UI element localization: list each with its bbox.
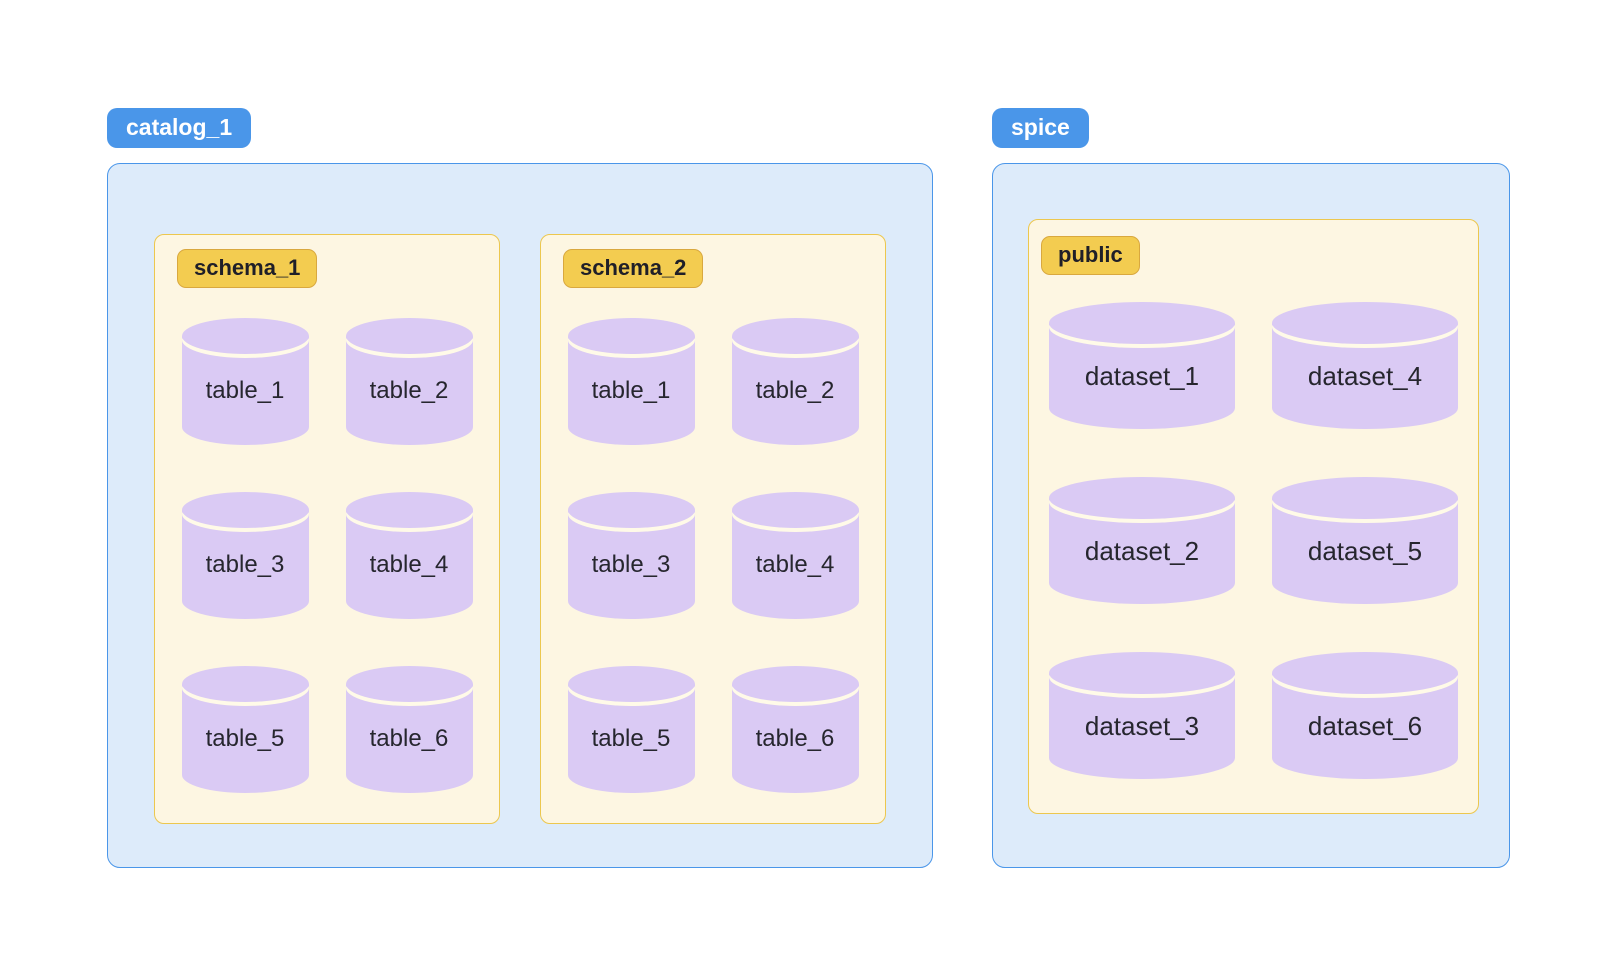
database-icon-body xyxy=(567,510,695,619)
table-cylinder: table_3 xyxy=(567,492,695,619)
database-icon xyxy=(181,666,309,702)
table-label: table_2 xyxy=(369,376,449,404)
table-cylinder: table_1 xyxy=(181,318,309,445)
table-label: table_6 xyxy=(369,724,449,752)
table-cylinder: table_2 xyxy=(345,318,473,445)
table-label: table_4 xyxy=(369,550,449,578)
table-cylinder: table_6 xyxy=(731,666,859,793)
table-label: table_1 xyxy=(205,376,285,404)
database-icon xyxy=(1272,652,1458,694)
table-cylinder: table_4 xyxy=(731,492,859,619)
database-icon-body xyxy=(345,336,473,445)
table-label: table_5 xyxy=(591,724,671,752)
database-icon xyxy=(731,492,859,528)
dataset-cylinder: dataset_5 xyxy=(1272,477,1458,604)
database-icon xyxy=(345,318,473,354)
dataset-label: dataset_4 xyxy=(1307,360,1423,391)
table-cylinder: table_3 xyxy=(181,492,309,619)
schema-1-badge: schema_1 xyxy=(177,249,318,288)
public-badge: public xyxy=(1041,236,1140,275)
spice-container: public dataset_1 dataset_4 xyxy=(992,163,1510,868)
database-icon-body xyxy=(731,684,859,793)
dataset-cylinder: dataset_4 xyxy=(1272,302,1458,429)
database-icon xyxy=(567,318,695,354)
database-icon xyxy=(567,492,695,528)
table-label: table_5 xyxy=(205,724,285,752)
public-box: public dataset_1 dataset_4 xyxy=(1028,219,1479,814)
database-icon-body xyxy=(731,510,859,619)
spice-group: spice public dataset_1 dataset_4 xyxy=(992,108,1510,868)
database-icon xyxy=(1272,477,1458,519)
database-icon-body xyxy=(181,684,309,793)
database-icon xyxy=(181,318,309,354)
dataset-cylinder: dataset_6 xyxy=(1272,652,1458,779)
database-icon xyxy=(731,666,859,702)
database-icon-body xyxy=(181,510,309,619)
table-label: table_1 xyxy=(591,376,671,404)
database-icon xyxy=(181,492,309,528)
database-icon-body xyxy=(181,336,309,445)
database-icon xyxy=(731,318,859,354)
dataset-cylinder: dataset_3 xyxy=(1049,652,1235,779)
database-icon xyxy=(567,666,695,702)
database-icon xyxy=(1272,302,1458,344)
public-datasets-grid: dataset_1 dataset_4 dataset_2 xyxy=(1041,302,1466,779)
database-icon-body xyxy=(731,336,859,445)
schema-2-tables-grid: table_1 table_2 table_3 xyxy=(563,318,863,793)
dataset-cylinder: dataset_1 xyxy=(1049,302,1235,429)
schema-1-box: schema_1 table_1 table_2 xyxy=(154,234,500,824)
schema-2-box: schema_2 table_1 table_2 xyxy=(540,234,886,824)
schema-2-badge: schema_2 xyxy=(563,249,704,288)
dataset-label: dataset_2 xyxy=(1084,535,1200,566)
table-cylinder: table_1 xyxy=(567,318,695,445)
dataset-cylinder: dataset_2 xyxy=(1049,477,1235,604)
table-label: table_4 xyxy=(755,550,835,578)
database-icon-body xyxy=(345,684,473,793)
database-icon-body xyxy=(567,684,695,793)
table-label: table_6 xyxy=(755,724,835,752)
database-icon xyxy=(345,492,473,528)
database-icon-body xyxy=(345,510,473,619)
table-cylinder: table_4 xyxy=(345,492,473,619)
table-cylinder: table_2 xyxy=(731,318,859,445)
table-cylinder: table_5 xyxy=(181,666,309,793)
table-label: table_3 xyxy=(591,550,671,578)
spice-badge: spice xyxy=(992,108,1089,148)
database-icon xyxy=(1049,477,1235,519)
dataset-label: dataset_3 xyxy=(1084,710,1200,741)
catalog-1-group: catalog_1 schema_1 table_1 table_2 xyxy=(107,108,933,868)
table-label: table_2 xyxy=(755,376,835,404)
dataset-label: dataset_6 xyxy=(1307,710,1423,741)
database-icon xyxy=(345,666,473,702)
database-icon xyxy=(1049,652,1235,694)
table-cylinder: table_6 xyxy=(345,666,473,793)
table-label: table_3 xyxy=(205,550,285,578)
dataset-label: dataset_1 xyxy=(1084,360,1200,391)
table-cylinder: table_5 xyxy=(567,666,695,793)
dataset-label: dataset_5 xyxy=(1307,535,1423,566)
schema-1-tables-grid: table_1 table_2 table_3 xyxy=(177,318,477,793)
database-icon xyxy=(1049,302,1235,344)
database-icon-body xyxy=(567,336,695,445)
catalog-1-badge: catalog_1 xyxy=(107,108,252,148)
catalog-1-container: schema_1 table_1 table_2 xyxy=(107,163,933,868)
